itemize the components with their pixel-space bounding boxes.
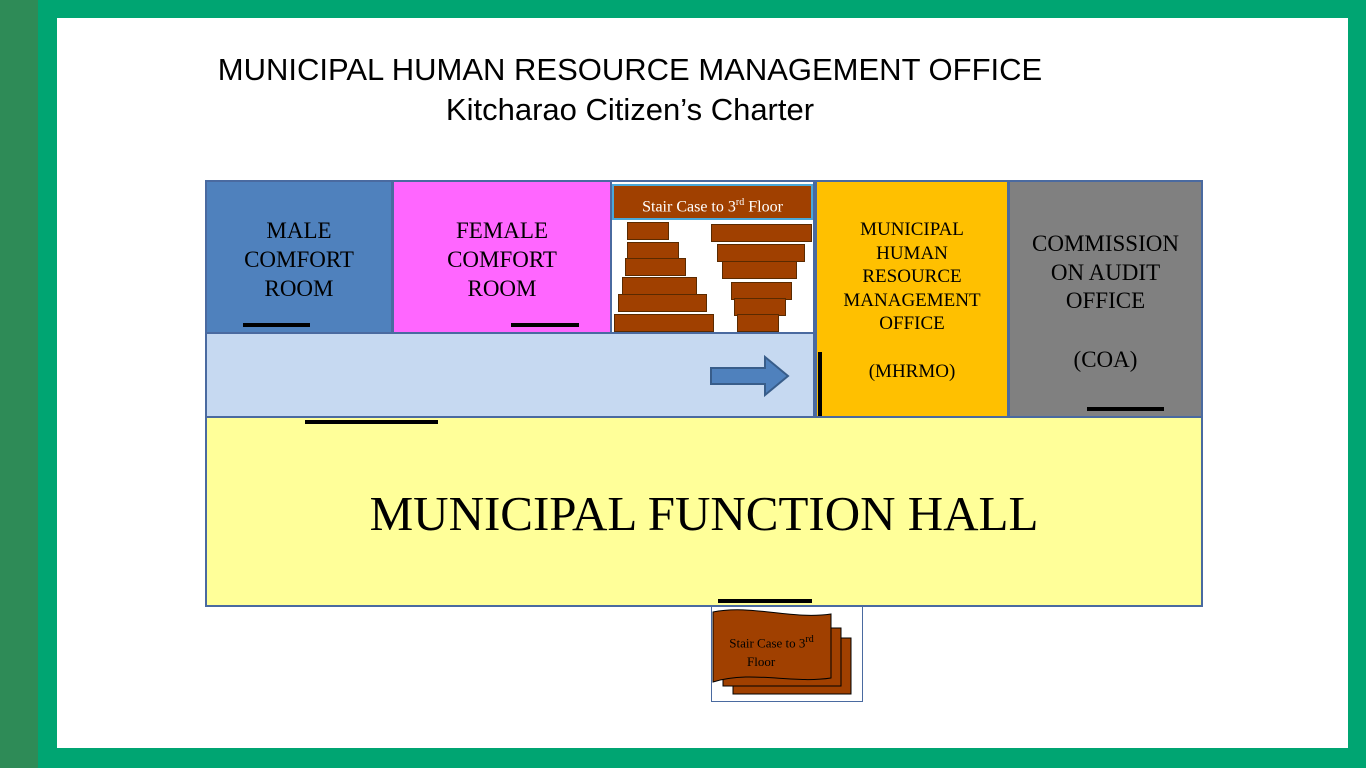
mhrmo-line4: MANAGEMENT (843, 289, 981, 311)
hall-entrance-door (305, 420, 438, 424)
stair-label-sup: rd (735, 197, 745, 208)
hall-exit-door (718, 599, 812, 603)
mhrmo-line2: HUMAN (876, 242, 948, 264)
right-arrow-icon (710, 354, 790, 398)
coa-line2: ON AUDIT (1050, 259, 1161, 285)
stair-label-end: Floor (744, 198, 783, 216)
stair-step (627, 242, 679, 259)
municipal-function-hall: MUNICIPAL FUNCTION HALL (205, 416, 1203, 607)
female-cr-line3: ROOM (467, 276, 537, 301)
mhrmo-line1: MUNICIPAL (860, 219, 964, 240)
male-comfort-room: MALE COMFORT ROOM (205, 180, 393, 334)
stair-step (717, 244, 805, 262)
female-cr-line1: FEMALE (456, 218, 548, 243)
bottom-stair-label-main: Stair Case to 3 (729, 635, 806, 651)
stair-step (618, 294, 707, 312)
stair-step (722, 261, 797, 279)
page-subtitle: Kitcharao Citizen’s Charter (445, 92, 815, 127)
coa-line3: OFFICE (1065, 288, 1146, 313)
page-title: MUNICIPAL HUMAN RESOURCE MANAGEMENT OFFI… (217, 52, 1043, 87)
bottom-stair-label-sup: rd (805, 634, 814, 645)
bottom-staircase-label: Stair Case to 3rd Floor (714, 630, 829, 671)
coa-line1: COMMISSION (1032, 231, 1179, 256)
male-cr-line3: ROOM (264, 276, 334, 301)
coa-office: COMMISSION ON AUDIT OFFICE (COA) (1008, 180, 1203, 418)
female-cr-line2: COMFORT (447, 247, 557, 272)
male-cr-door (243, 323, 310, 327)
mhrmo-abbr: (MHRMO) (868, 360, 956, 382)
male-cr-line2: COMFORT (244, 247, 354, 272)
stair-label-main: Stair Case to 3 (642, 198, 736, 216)
stair-step (625, 258, 686, 276)
mhrmo-office: MUNICIPAL HUMAN RESOURCE MANAGEMENT OFFI… (815, 180, 1009, 418)
bottom-stair-label-end: Floor (747, 654, 776, 670)
stair-step (627, 222, 669, 240)
stair-step (737, 314, 779, 332)
male-cr-line1: MALE (266, 218, 332, 243)
female-comfort-room: FEMALE COMFORT ROOM (392, 180, 612, 334)
mhrmo-door (818, 352, 822, 416)
stair-step (622, 277, 697, 295)
staircase-label: Stair Case to 3rd Floor (612, 184, 813, 220)
coa-abbr: (COA) (1073, 346, 1138, 372)
stair-step (614, 314, 714, 332)
mhrmo-line5: OFFICE (879, 313, 945, 334)
bottom-staircase-icon (712, 609, 852, 695)
left-stripe (0, 0, 38, 768)
female-cr-door (511, 323, 579, 327)
mhrmo-line3: RESOURCE (862, 266, 962, 287)
stair-step (711, 224, 812, 242)
coa-door (1087, 407, 1164, 411)
function-hall-label: MUNICIPAL FUNCTION HALL (369, 486, 1039, 541)
